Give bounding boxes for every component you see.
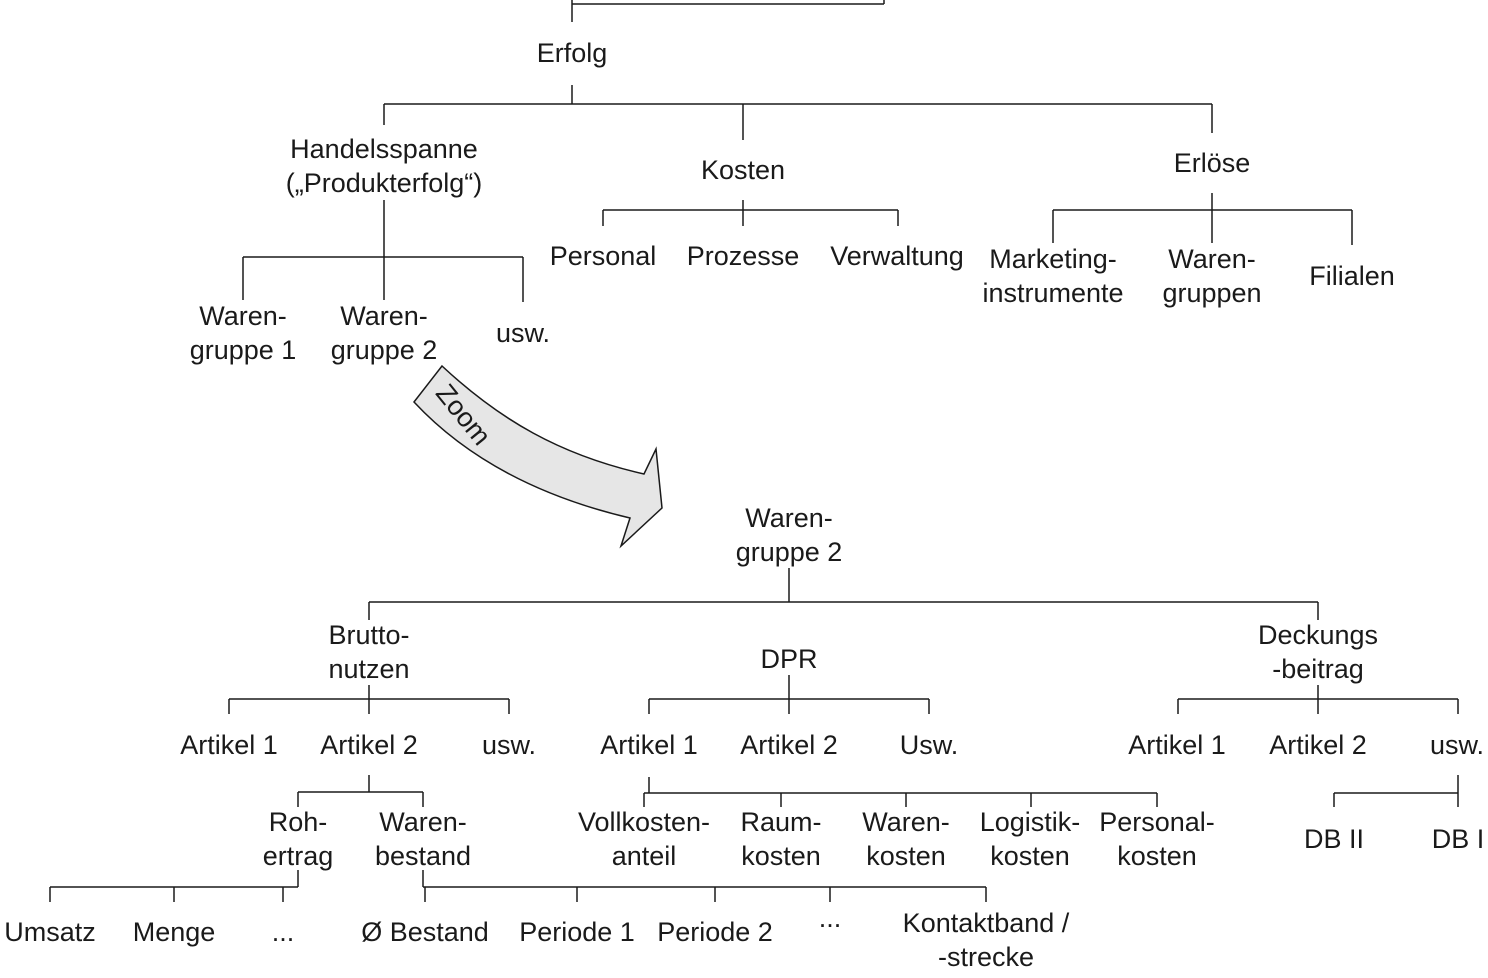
- node-ellipsis-rohertrag: ...: [271, 917, 295, 947]
- node-marketinginstrumente: Marketing- instrumente: [982, 244, 1124, 308]
- node-dpr: DPR: [760, 644, 818, 674]
- node-rohertrag: Roh- ertrag: [262, 807, 334, 871]
- node-bn-artikel-1: Artikel 1: [180, 730, 278, 760]
- node-db-i: DB I: [1431, 824, 1485, 854]
- node-handelsspanne: Handelsspanne („Produkterfolg“): [285, 134, 483, 198]
- node-usw: usw.: [495, 318, 551, 348]
- node-db-ii: DB II: [1303, 824, 1365, 854]
- node-dpr-artikel-2: Artikel 2: [740, 730, 838, 760]
- node-personalkosten: Personal- kosten: [1099, 807, 1215, 871]
- node-bn-artikel-2: Artikel 2: [320, 730, 418, 760]
- node-db-artikel-2: Artikel 2: [1269, 730, 1367, 760]
- node-periode-1: Periode 1: [519, 917, 635, 947]
- node-prozesse: Prozesse: [686, 241, 800, 271]
- node-logistikkosten: Logistik- kosten: [979, 807, 1081, 871]
- node-zoom-root: Waren- gruppe 2: [735, 503, 843, 567]
- node-kontaktband: Kontaktband / -strecke: [902, 908, 1070, 972]
- node-bruttonutzen: Brutto- nutzen: [328, 620, 410, 684]
- node-filialen: Filialen: [1309, 261, 1395, 291]
- node-durchschnittsbestand: Ø Bestand: [361, 917, 489, 947]
- node-personal: Personal: [549, 241, 657, 271]
- node-warengruppe-2: Waren- gruppe 2: [330, 301, 438, 365]
- node-warengruppen: Waren- gruppen: [1162, 244, 1262, 308]
- node-dpr-artikel-1: Artikel 1: [600, 730, 698, 760]
- node-dpr-usw: Usw.: [899, 730, 959, 760]
- node-vollkostenanteil: Vollkosten- anteil: [577, 807, 711, 871]
- node-raumkosten: Raum- kosten: [740, 807, 822, 871]
- node-erloese: Erlöse: [1173, 148, 1251, 178]
- node-erfolg: Erfolg: [536, 38, 608, 68]
- node-warenkosten: Waren- kosten: [862, 807, 950, 871]
- node-warenbestand: Waren- bestand: [374, 807, 472, 871]
- node-periode-2: Periode 2: [657, 917, 773, 947]
- node-kosten: Kosten: [700, 155, 786, 185]
- node-warengruppe-1: Waren- gruppe 1: [189, 301, 297, 365]
- node-umsatz: Umsatz: [4, 917, 96, 947]
- node-menge: Menge: [132, 917, 216, 947]
- node-db-usw: usw.: [1429, 730, 1485, 760]
- node-verwaltung: Verwaltung: [830, 241, 964, 271]
- node-ellipsis-warenbestand: ...: [818, 903, 842, 933]
- node-bn-usw: usw.: [481, 730, 537, 760]
- node-db-artikel-1: Artikel 1: [1128, 730, 1226, 760]
- node-deckungsbeitrag: Deckungs -beitrag: [1257, 620, 1379, 684]
